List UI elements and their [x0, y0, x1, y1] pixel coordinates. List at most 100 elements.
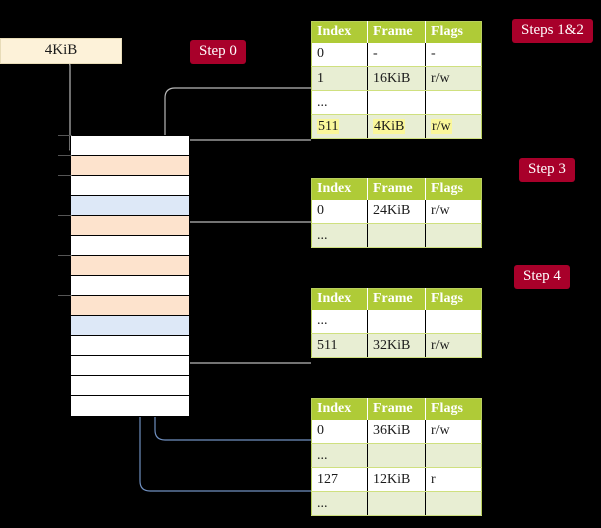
table-cell: -: [367, 42, 426, 67]
column-header-index: Index: [311, 288, 368, 310]
table-cell: ...: [311, 309, 368, 334]
table-cell: 0: [311, 419, 368, 444]
step-badge-step4: Step 4: [514, 265, 570, 289]
table-cell: 32KiB: [367, 333, 426, 358]
highlighted-value: 511: [317, 118, 340, 134]
table-cell: r/w: [425, 333, 482, 358]
memory-tick: [58, 135, 72, 136]
table-cell: ...: [311, 443, 368, 468]
table-cell: [425, 309, 482, 334]
memory-frame-row: [71, 216, 189, 236]
frame-size-label: 4KiB: [0, 38, 122, 64]
table-row: 511 4KiB r/w: [311, 114, 482, 139]
memory-frame-row: [71, 136, 189, 156]
table-cell: r/w: [425, 419, 482, 444]
table-cell: [425, 443, 482, 468]
column-header-frame: Frame: [367, 398, 426, 420]
table-cell: 24KiB: [367, 199, 426, 224]
table-cell: ...: [311, 491, 368, 516]
table-cell: [425, 491, 482, 516]
memory-frame-row: [71, 296, 189, 316]
table-row: ...: [311, 309, 482, 334]
table-cell: -: [425, 42, 482, 67]
column-header-frame: Frame: [367, 178, 426, 200]
table-row: ...: [311, 223, 482, 248]
highlighted-value: 4KiB: [373, 118, 406, 134]
table-cell: 4KiB: [367, 114, 426, 139]
table-cell: [367, 90, 426, 115]
frame-size-label-text: 4KiB: [44, 42, 78, 58]
memory-tick: [58, 255, 72, 256]
memory-frame-row: [71, 236, 189, 256]
table-cell: [425, 90, 482, 115]
column-header-index: Index: [311, 21, 368, 43]
table-cell: [367, 443, 426, 468]
table-cell: 36KiB: [367, 419, 426, 444]
column-header-frame: Frame: [367, 21, 426, 43]
table-cell: [367, 223, 426, 248]
memory-frame-row: [71, 196, 189, 216]
step-badge-step0-label: Step 0: [199, 43, 237, 59]
table-cell: 0: [311, 199, 368, 224]
column-header-flags: Flags: [425, 21, 482, 43]
memory-frame-row: [71, 176, 189, 196]
memory-tick: [58, 155, 72, 156]
physical-memory-column: [70, 135, 190, 417]
column-header-flags: Flags: [425, 288, 482, 310]
table-cell: r/w: [425, 114, 482, 139]
table-cell: [367, 491, 426, 516]
table-cell: [367, 309, 426, 334]
step-badge-step3: Step 3: [519, 158, 575, 182]
table-cell: 127: [311, 467, 368, 492]
table-row: ...: [311, 90, 482, 115]
table-cell: ...: [311, 223, 368, 248]
step-badge-step0: Step 0: [190, 40, 246, 64]
memory-tick: [58, 175, 72, 176]
table-cell: ...: [311, 90, 368, 115]
table-row: ...: [311, 443, 482, 468]
step-badge-step3-label: Step 3: [528, 161, 566, 177]
step-badge-steps12-label: Steps 1&2: [521, 22, 584, 38]
table-cell: 12KiB: [367, 467, 426, 492]
memory-frame-row: [71, 336, 189, 356]
memory-frame-row: [71, 316, 189, 336]
table-row: ...: [311, 491, 482, 516]
table-cell: 16KiB: [367, 66, 426, 91]
column-header-frame: Frame: [367, 288, 426, 310]
memory-frame-row: [71, 376, 189, 396]
step-badge-steps12: Steps 1&2: [512, 19, 593, 43]
memory-frame-row: [71, 276, 189, 296]
column-header-flags: Flags: [425, 398, 482, 420]
step-badge-step4-label: Step 4: [523, 268, 561, 284]
memory-frame-row: [71, 156, 189, 176]
highlighted-value: r/w: [431, 118, 452, 134]
table-cell: 511: [311, 333, 368, 358]
column-header-index: Index: [311, 178, 368, 200]
memory-frame-row: [71, 356, 189, 376]
column-header-flags: Flags: [425, 178, 482, 200]
memory-frame-row: [71, 256, 189, 276]
table-cell: 1: [311, 66, 368, 91]
table-cell: [425, 223, 482, 248]
table-cell: 511: [311, 114, 368, 139]
memory-frame-row: [71, 396, 189, 416]
table-cell: r/w: [425, 66, 482, 91]
memory-tick: [58, 215, 72, 216]
table-row: 0--: [311, 42, 482, 67]
column-header-index: Index: [311, 398, 368, 420]
table-cell: r/w: [425, 199, 482, 224]
table-cell: 0: [311, 42, 368, 67]
